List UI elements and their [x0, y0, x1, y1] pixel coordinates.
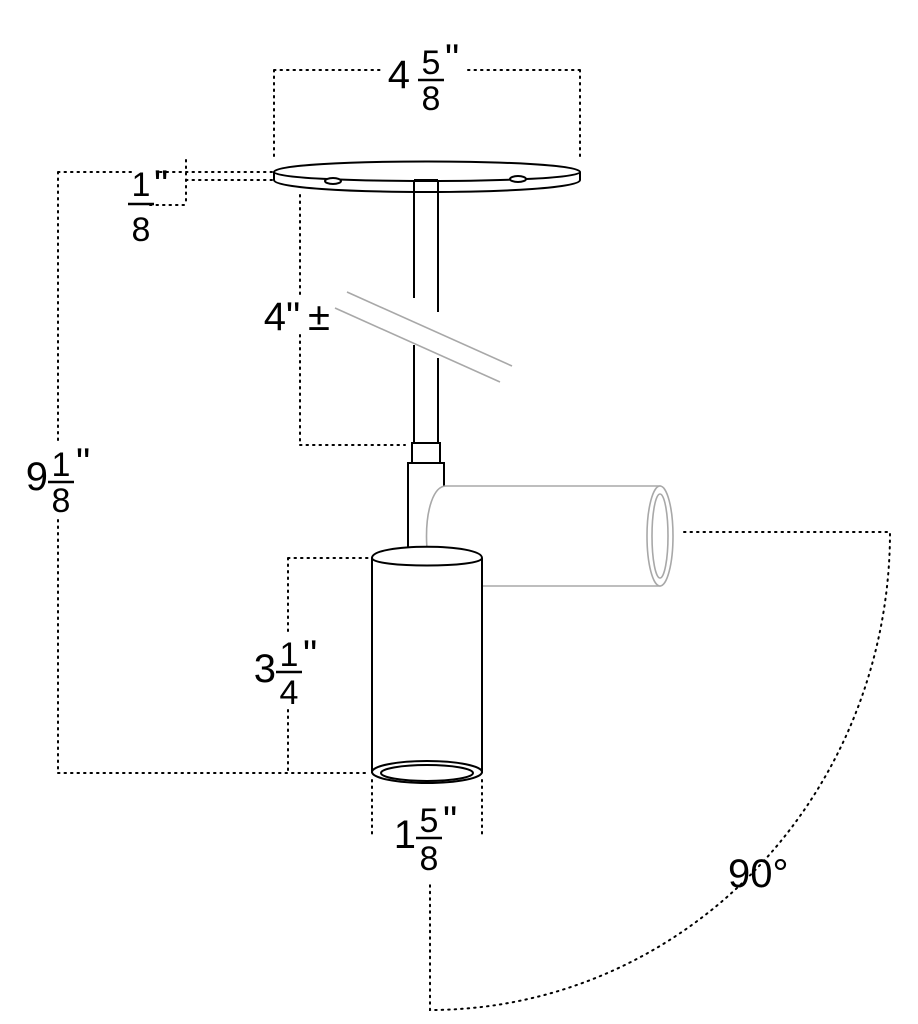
- svg-text:": ": [76, 441, 90, 485]
- cylinder-diameter-label: 1 5 8 ": [394, 799, 457, 878]
- svg-text:1: 1: [394, 813, 416, 857]
- mounting-hole-left: [324, 177, 342, 185]
- cylinder-diameter-dimension-lines: [371, 779, 483, 836]
- canopy-thickness-dimension-lines: [149, 159, 273, 206]
- svg-text:9: 9: [26, 455, 48, 499]
- svg-text:3: 3: [254, 647, 276, 691]
- overall-height-dimension-lines: [57, 171, 369, 774]
- svg-text:8: 8: [52, 482, 71, 520]
- rotated-cylinder-ghost: [425, 485, 674, 587]
- svg-text:": ": [154, 163, 168, 207]
- svg-text:8: 8: [132, 211, 151, 249]
- svg-text:4: 4: [280, 674, 299, 712]
- canopy-thickness-label: 1 8 ": [128, 163, 168, 249]
- svg-text:1: 1: [132, 166, 151, 204]
- svg-text:": ": [286, 295, 300, 339]
- svg-text:8: 8: [422, 80, 441, 118]
- svg-text:5: 5: [420, 802, 439, 840]
- rotation-angle-label: 90°: [728, 852, 789, 896]
- svg-text:": ": [445, 37, 459, 81]
- cylinder-height-dimension-lines: [287, 557, 373, 774]
- svg-text:8: 8: [420, 840, 439, 878]
- cylinder-head: [371, 545, 483, 784]
- canopy-width-label: 4 5 8 ": [388, 37, 459, 118]
- rotation-arc: [429, 531, 892, 1012]
- svg-text:4: 4: [388, 53, 410, 97]
- svg-text:1: 1: [52, 446, 71, 484]
- stem-length-label: 4 " ±: [264, 295, 330, 339]
- svg-text:±: ±: [308, 295, 330, 339]
- overall-height-label: 9 1 8 ": [26, 441, 90, 520]
- svg-text:": ": [303, 633, 317, 677]
- mounting-hole-right: [509, 175, 527, 183]
- svg-text:1: 1: [280, 636, 299, 674]
- canopy-plate: [273, 160, 581, 193]
- cylinder-height-label: 3 1 4 ": [254, 633, 317, 712]
- svg-text:4: 4: [264, 295, 286, 339]
- svg-text:5: 5: [422, 44, 441, 82]
- stem-rod: [413, 179, 439, 443]
- svg-text:": ": [443, 799, 457, 843]
- break-lines: [334, 291, 513, 383]
